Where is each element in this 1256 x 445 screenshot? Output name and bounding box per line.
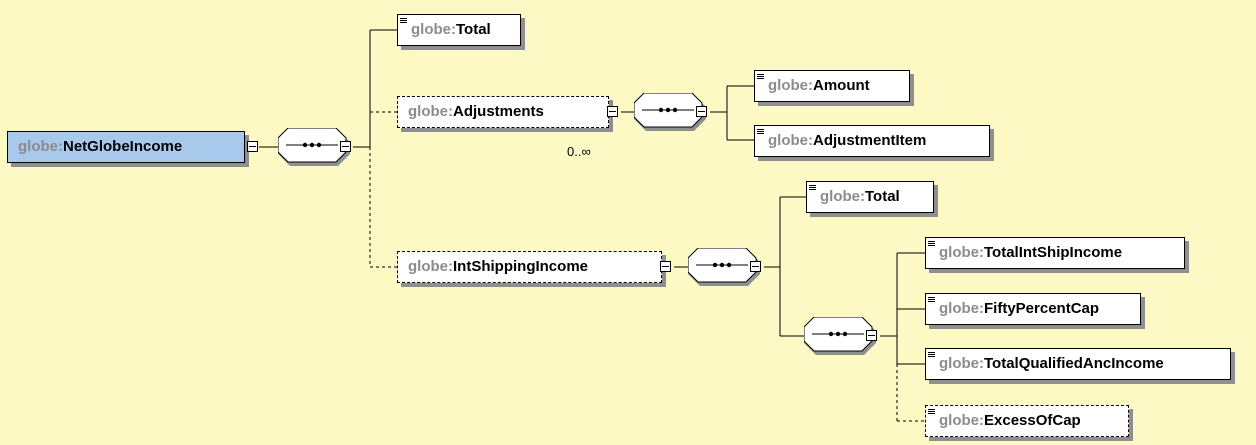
- root-element-label: globe:NetGlobeIncome: [18, 138, 183, 155]
- element-lines-icon: [928, 409, 935, 416]
- element-lines-icon: [757, 129, 764, 136]
- element-adjustment-item[interactable]: globe:AdjustmentItem: [754, 125, 990, 157]
- element-adjustments[interactable]: globe:Adjustments: [397, 96, 609, 128]
- sequence-compositor-2[interactable]: [634, 93, 712, 133]
- element-lines-icon: [809, 185, 816, 192]
- sequence-compositor-1[interactable]: [278, 128, 356, 168]
- sequence-4-collapse-toggle[interactable]: [866, 330, 877, 341]
- sequence-compositor-3[interactable]: [688, 248, 766, 288]
- sequence-1-collapse-toggle[interactable]: [340, 141, 351, 152]
- root-element-node[interactable]: globe:NetGlobeIncome: [7, 131, 245, 163]
- sequence-3-collapse-toggle[interactable]: [750, 261, 761, 272]
- element-total-int-ship-income[interactable]: globe:TotalIntShipIncome: [925, 237, 1185, 269]
- adjustments-occurrence-label: 0..∞: [567, 144, 591, 159]
- element-total[interactable]: globe:Total: [397, 14, 521, 46]
- element-lines-icon: [757, 74, 764, 81]
- adjustments-collapse-toggle[interactable]: [607, 106, 618, 117]
- int-shipping-income-collapse-toggle[interactable]: [660, 261, 671, 272]
- element-lines-icon: [928, 241, 935, 248]
- element-int-shipping-income[interactable]: globe:IntShippingIncome: [397, 251, 662, 283]
- sequence-2-collapse-toggle[interactable]: [696, 106, 707, 117]
- element-fifty-percent-cap[interactable]: globe:FiftyPercentCap: [925, 293, 1141, 325]
- element-total-qualified-anc-income[interactable]: globe:TotalQualifiedAncIncome: [925, 348, 1231, 380]
- element-lines-icon: [928, 352, 935, 359]
- element-int-shipping-total[interactable]: globe:Total: [806, 181, 934, 213]
- element-amount[interactable]: globe:Amount: [754, 70, 910, 102]
- element-lines-icon: [928, 297, 935, 304]
- element-excess-of-cap[interactable]: globe:ExcessOfCap: [925, 405, 1129, 437]
- element-lines-icon: [400, 18, 407, 25]
- sequence-compositor-4[interactable]: [804, 317, 882, 357]
- root-collapse-toggle[interactable]: [247, 141, 258, 152]
